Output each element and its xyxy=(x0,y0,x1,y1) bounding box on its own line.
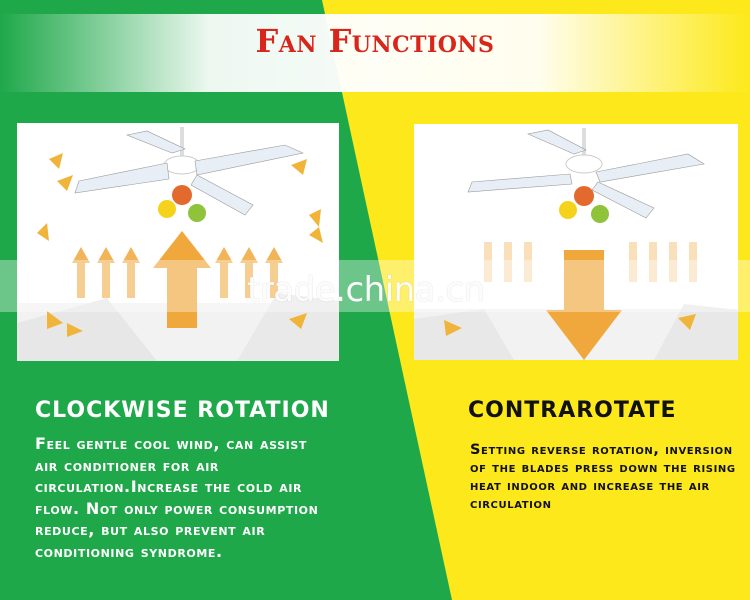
contrarotate-description: Setting reverse rotation, inversion of t… xyxy=(470,442,736,512)
watermark-text: trade.china.cn xyxy=(247,270,485,310)
contrarotate-fan-illustration xyxy=(414,124,738,360)
clockwise-image-panel xyxy=(17,123,339,361)
watermark-band xyxy=(0,260,750,312)
clockwise-description: Feel gentle cool wind, can assist air co… xyxy=(35,434,319,561)
ceiling-fan-icon xyxy=(467,128,705,223)
airflow-down-arrow xyxy=(546,250,622,360)
ceiling-fan-icon xyxy=(74,127,304,222)
page-title: Fan Functions xyxy=(255,22,495,60)
airflow-up-arrow xyxy=(153,231,211,328)
clockwise-fan-illustration xyxy=(17,123,339,361)
clockwise-heading: CLOCKWISE ROTATION xyxy=(35,398,330,423)
contrarotate-heading: CONTRAROTATE xyxy=(468,398,677,423)
title-banner xyxy=(0,14,750,92)
contrarotate-image-panel xyxy=(414,124,738,360)
